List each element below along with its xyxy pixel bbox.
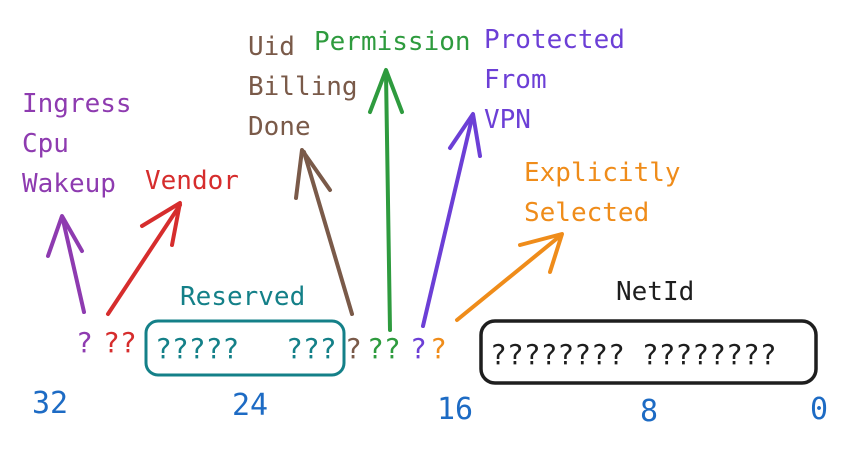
- label-ingress-line1: Ingress: [22, 89, 132, 119]
- bit-uid-billing: ?: [345, 332, 362, 365]
- tick-8: 8: [640, 394, 658, 429]
- label-vendor: Vendor: [145, 166, 239, 196]
- arrow-up-icon: [294, 148, 354, 316]
- label-permission: Permission: [314, 27, 471, 57]
- label-from-line2: From: [484, 65, 547, 95]
- label-protected-line1: Protected: [484, 25, 625, 55]
- arrow-up-icon: [421, 112, 482, 328]
- tick-16: 16: [437, 392, 473, 427]
- label-billing-line2: Billing: [248, 72, 358, 102]
- arrow-up-icon: [368, 68, 404, 332]
- bit-netid: ???????? ????????: [490, 338, 777, 371]
- arrow-up-icon: [455, 232, 564, 322]
- tick-0: 0: [810, 392, 828, 427]
- label-uid-line1: Uid: [248, 32, 295, 62]
- tick-32: 32: [32, 386, 68, 421]
- arrow-up-icon: [106, 201, 182, 316]
- label-done-line3: Done: [248, 112, 311, 142]
- bit-explicit: ?: [430, 332, 447, 365]
- label-wakeup-line3: Wakeup: [22, 169, 116, 199]
- arrow-up-icon: [46, 214, 86, 314]
- netid-box: [479, 319, 818, 385]
- bit-reserved-right: ???: [286, 332, 337, 365]
- label-reserved: Reserved: [180, 282, 305, 312]
- reserved-box: [144, 319, 346, 377]
- label-explicitly-line1: Explicitly: [524, 158, 681, 188]
- label-netid: NetId: [616, 277, 694, 307]
- bit-permission: ??: [367, 332, 401, 365]
- bit-ingress: ?: [76, 326, 93, 359]
- label-selected-line2: Selected: [524, 198, 649, 228]
- label-cpu-line2: Cpu: [22, 129, 69, 159]
- label-vpn-line3: VPN: [484, 105, 531, 135]
- bit-protected: ?: [410, 332, 427, 365]
- bit-reserved-left: ?????: [155, 332, 239, 365]
- bit-vendor: ??: [103, 326, 137, 359]
- tick-24: 24: [232, 388, 268, 423]
